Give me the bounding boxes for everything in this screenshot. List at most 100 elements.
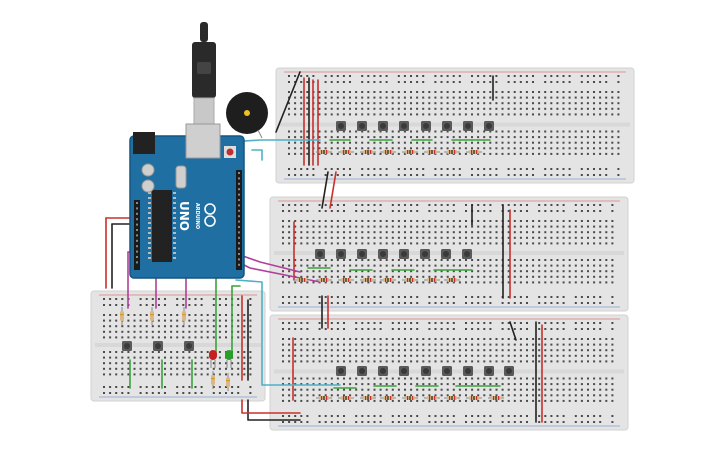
push-button[interactable] [378,121,388,131]
led-green[interactable] [225,350,233,368]
resistor[interactable] [338,396,354,400]
resistor[interactable] [294,278,310,282]
resistor[interactable] [424,278,440,282]
push-button[interactable] [336,249,346,259]
push-button-cap[interactable] [380,368,386,374]
resistor[interactable] [380,396,396,400]
push-button[interactable] [504,366,514,376]
push-button[interactable] [442,121,452,131]
push-button-cap[interactable] [317,251,323,257]
led-red-body[interactable] [209,350,217,360]
push-button-cap[interactable] [465,368,471,374]
push-button-cap[interactable] [338,123,344,129]
push-button[interactable] [336,121,346,131]
push-button-cap[interactable] [486,368,492,374]
breadboard-top[interactable] [275,67,635,184]
push-button-cap[interactable] [506,368,512,374]
push-button-cap[interactable] [444,368,450,374]
push-button-cap[interactable] [359,368,365,374]
resistor[interactable] [120,307,124,325]
push-button[interactable] [184,341,194,351]
push-button[interactable] [357,121,367,131]
reset-button[interactable] [226,148,234,156]
push-button[interactable] [420,249,430,259]
push-button-cap[interactable] [465,123,471,129]
push-button-cap[interactable] [186,343,192,349]
wire-cyan[interactable] [235,279,341,386]
push-button-cap[interactable] [401,368,407,374]
resistor[interactable] [402,278,418,282]
resistor[interactable] [226,373,230,391]
resistor[interactable] [424,150,440,154]
resistor[interactable] [402,150,418,154]
push-button-cap[interactable] [423,368,429,374]
wire-red[interactable] [241,399,301,414]
resistor[interactable] [424,396,440,400]
push-button-cap[interactable] [423,123,429,129]
push-button[interactable] [421,121,431,131]
push-button-cap[interactable] [359,123,365,129]
resistor[interactable] [360,150,376,154]
resistor[interactable] [402,396,418,400]
push-button-cap[interactable] [486,123,492,129]
led-green-body[interactable] [225,350,233,360]
wire-black[interactable] [321,171,329,209]
push-button-cap[interactable] [464,251,470,257]
resistor[interactable] [338,278,354,282]
push-button-cap[interactable] [338,368,344,374]
resistor[interactable] [150,307,154,325]
wire-black[interactable] [509,321,517,341]
push-button[interactable] [399,121,409,131]
push-button[interactable] [153,341,163,351]
push-button-cap[interactable] [380,123,386,129]
wire-red[interactable] [329,171,337,209]
resistor[interactable] [444,150,460,154]
resistor[interactable] [488,396,504,400]
push-button[interactable] [484,121,494,131]
push-button[interactable] [357,249,367,259]
push-button[interactable] [336,366,346,376]
push-button[interactable] [378,366,388,376]
push-button-cap[interactable] [401,251,407,257]
wire-black[interactable] [247,399,301,421]
push-button[interactable] [441,249,451,259]
resistor[interactable] [360,396,376,400]
resistor-body[interactable] [211,375,215,385]
push-button-cap[interactable] [401,123,407,129]
resistor[interactable] [444,278,460,282]
push-button[interactable] [463,121,473,131]
push-button[interactable] [463,366,473,376]
resistor-body[interactable] [182,311,186,321]
led-red[interactable] [209,350,217,368]
push-button[interactable] [399,366,409,376]
push-button[interactable] [484,366,494,376]
push-button-cap[interactable] [380,251,386,257]
push-button-cap[interactable] [422,251,428,257]
resistor[interactable] [360,278,376,282]
resistor[interactable] [466,396,482,400]
resistor-body[interactable] [120,311,124,321]
wire-magenta[interactable] [239,254,301,273]
resistor[interactable] [380,150,396,154]
wire-cyan[interactable] [251,149,263,161]
push-button[interactable] [357,366,367,376]
wire-black[interactable] [275,71,301,133]
push-button-cap[interactable] [124,343,130,349]
push-button[interactable] [122,341,132,351]
push-button-cap[interactable] [359,251,365,257]
breadboard-left[interactable] [90,290,266,402]
resistor[interactable] [316,150,332,154]
resistor[interactable] [380,278,396,282]
push-button[interactable] [421,366,431,376]
push-button[interactable] [442,366,452,376]
resistor-body[interactable] [226,377,230,387]
push-button-cap[interactable] [155,343,161,349]
piezo-buzzer-icon[interactable] [226,92,268,139]
resistor[interactable] [444,396,460,400]
resistor-body[interactable] [150,311,154,321]
push-button[interactable] [462,249,472,259]
push-button-cap[interactable] [338,251,344,257]
resistor[interactable] [316,278,332,282]
